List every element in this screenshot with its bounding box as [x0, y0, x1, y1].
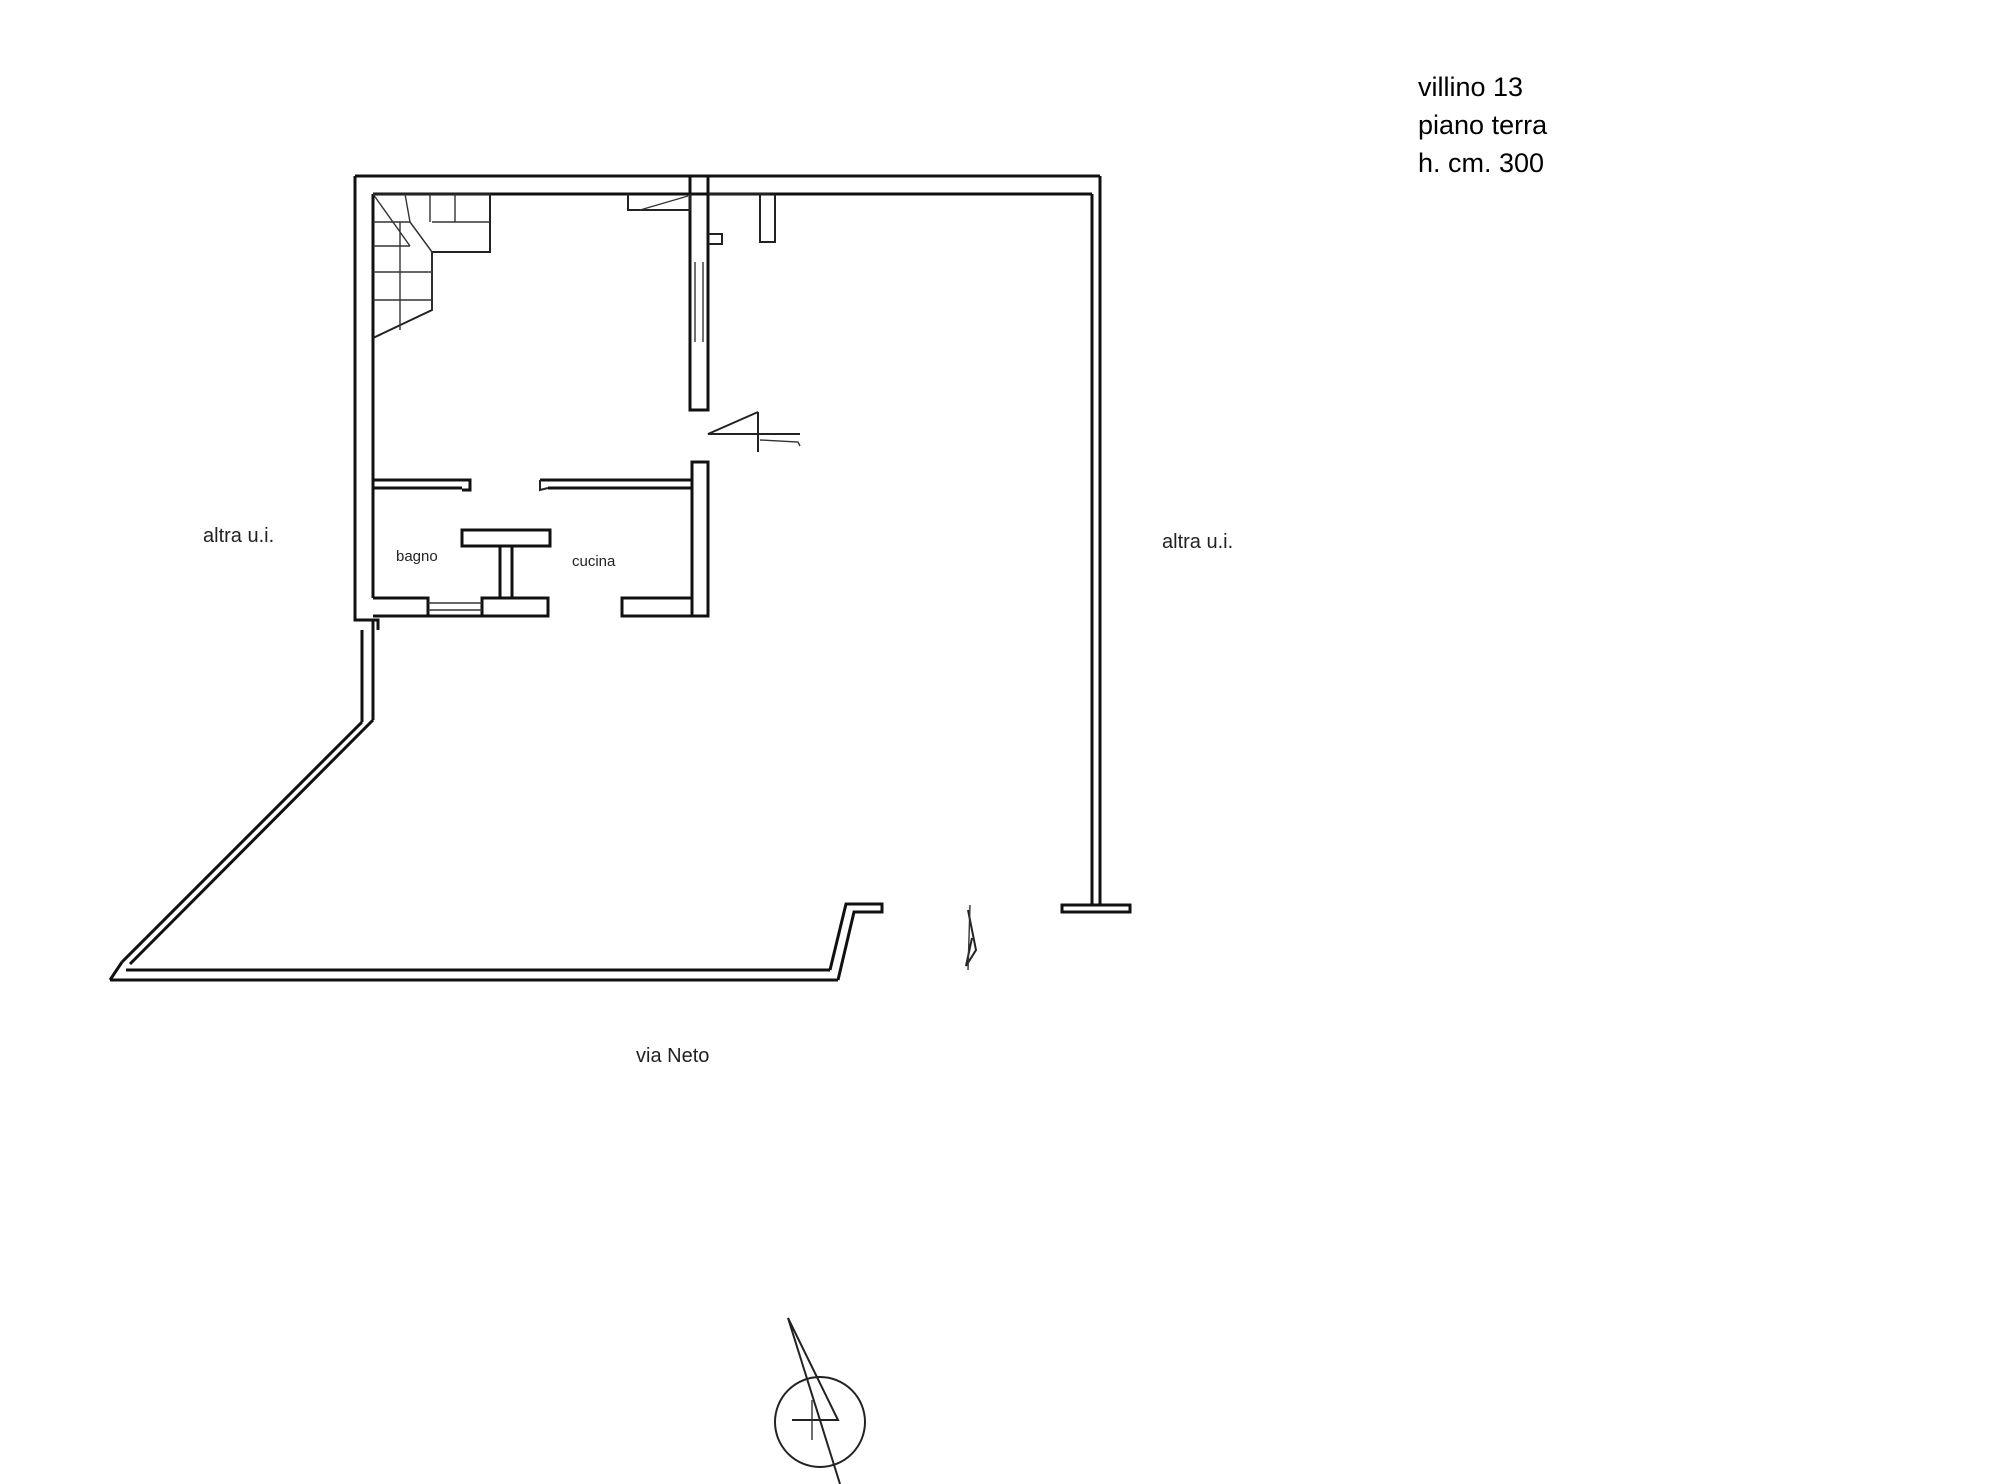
room-label-kitchen: cucina	[572, 553, 616, 570]
north-arrow-icon	[774, 1317, 866, 1484]
title-line-height: h. cm. 300	[1418, 148, 1544, 178]
room-label-bathroom: bagno	[396, 548, 438, 565]
neighbor-label-right: altra u.i.	[1162, 531, 1233, 553]
interior-partitions	[373, 478, 694, 598]
house-walls	[353, 174, 1100, 630]
section-marker-icon	[707, 411, 801, 452]
staircase	[372, 193, 491, 339]
neighbor-label-left: altra u.i.	[203, 525, 274, 547]
lot-boundary	[108, 176, 1132, 982]
title-line-villa: villino 13	[1418, 72, 1523, 102]
street-label: via Neto	[636, 1045, 709, 1067]
title-line-floor: piano terra	[1418, 110, 1548, 140]
